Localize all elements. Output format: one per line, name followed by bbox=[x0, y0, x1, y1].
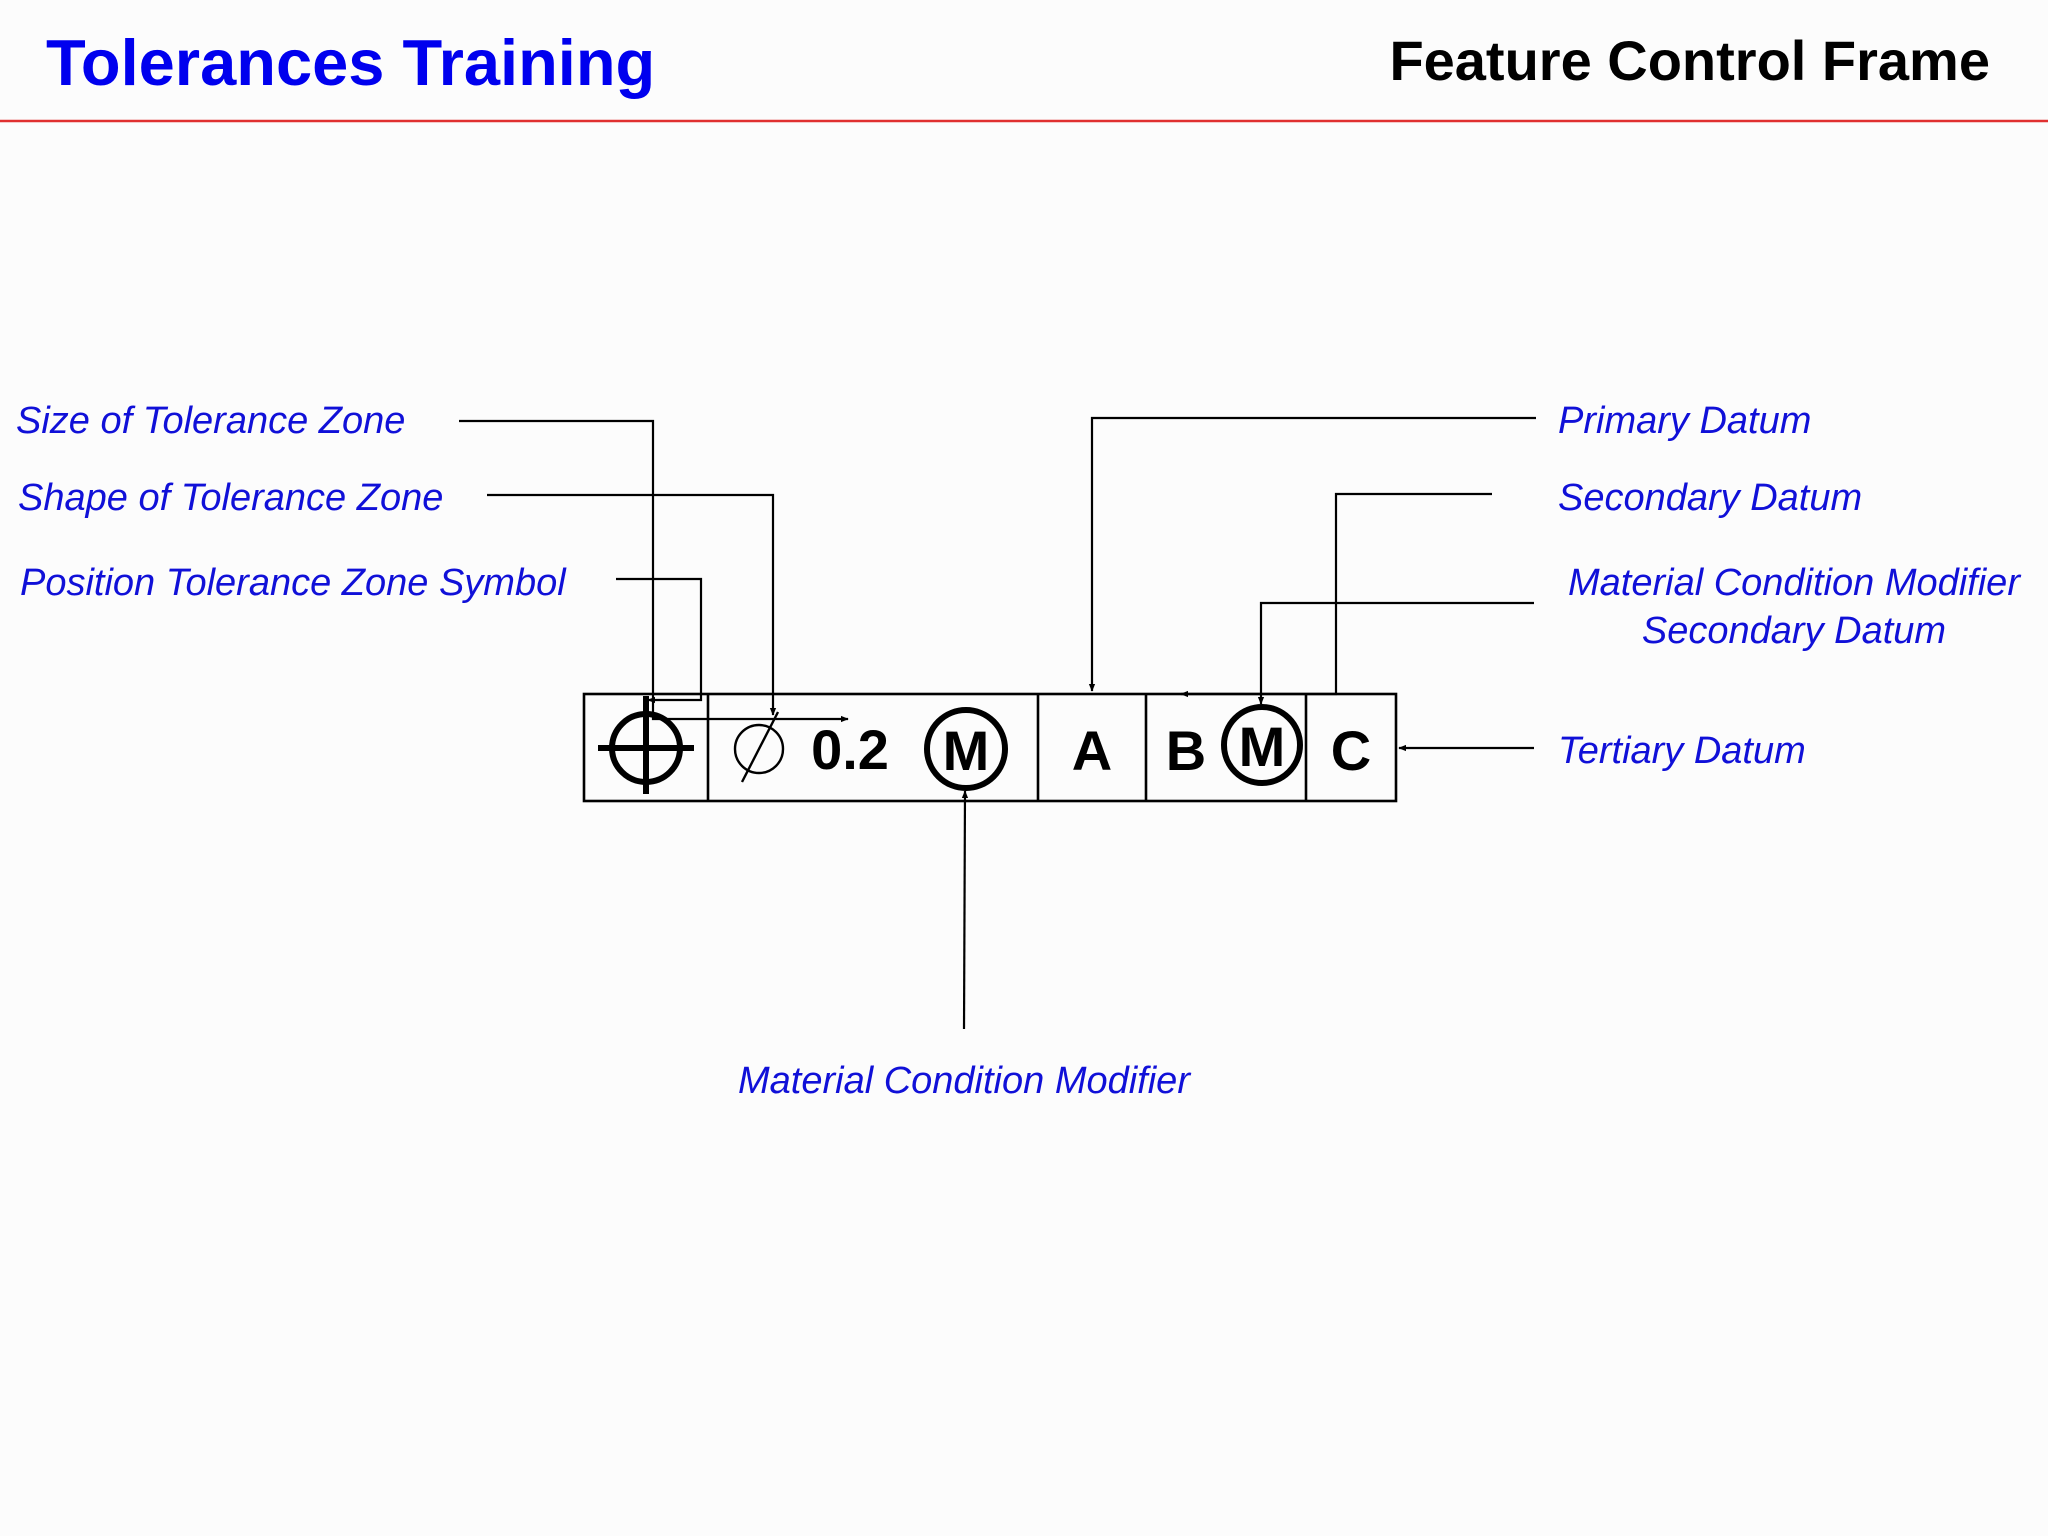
mmc-modifier-tolerance-letter: M bbox=[943, 719, 990, 782]
secondary-datum-letter: B bbox=[1166, 719, 1206, 782]
leader-mcm-secondary bbox=[1257, 601, 1534, 705]
tolerance-value: 0.2 bbox=[811, 718, 889, 781]
label-secondary-datum: Secondary Datum bbox=[1558, 477, 1862, 519]
leader-shape-of-zone bbox=[487, 493, 777, 716]
mmc-modifier-secondary: M bbox=[1221, 704, 1303, 786]
leader-primary-datum bbox=[1088, 416, 1536, 692]
label-material-condition-modifier: Material Condition Modifier bbox=[738, 1060, 1191, 1102]
mmc-modifier-secondary-letter: M bbox=[1239, 715, 1286, 778]
section-title: Feature Control Frame bbox=[1389, 29, 1990, 92]
frame-outline bbox=[582, 692, 1398, 803]
diameter-icon bbox=[733, 711, 785, 783]
label-primary-datum: Primary Datum bbox=[1558, 400, 1811, 442]
label-tertiary-datum: Tertiary Datum bbox=[1558, 730, 1806, 772]
label-size-of-zone: Size of Tolerance Zone bbox=[16, 400, 405, 442]
leader-secondary-datum bbox=[1180, 492, 1492, 698]
feature-control-frame: 0.2 M A B M C bbox=[582, 692, 1398, 803]
leader-position-symbol bbox=[616, 577, 703, 704]
leader-material-condition-modifier bbox=[961, 790, 969, 1030]
label-shape-of-zone: Shape of Tolerance Zone bbox=[18, 477, 443, 519]
label-position-symbol: Position Tolerance Zone Symbol bbox=[20, 562, 567, 604]
primary-datum-letter: A bbox=[1072, 719, 1112, 782]
mmc-modifier-tolerance: M bbox=[924, 707, 1008, 791]
position-icon bbox=[598, 696, 694, 794]
callout-labels: Size of Tolerance Zone Shape of Toleranc… bbox=[16, 400, 2021, 1102]
tertiary-datum-letter: C bbox=[1331, 719, 1371, 782]
leader-size-of-zone bbox=[459, 419, 849, 723]
label-mcm-secondary-line2: Secondary Datum bbox=[1642, 610, 1946, 652]
label-mcm-secondary-line1: Material Condition Modifier bbox=[1568, 562, 2021, 604]
leader-lines bbox=[459, 416, 1536, 1030]
page-title: Tolerances Training bbox=[46, 26, 655, 99]
